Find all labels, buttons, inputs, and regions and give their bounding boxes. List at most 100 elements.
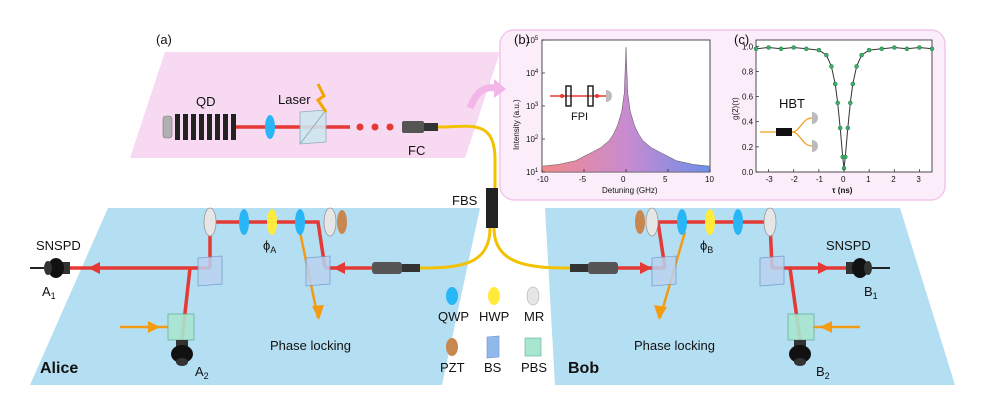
g2-data-point (843, 154, 848, 160)
alice-a1-label: A1 (42, 284, 56, 301)
alice-bs-right (305, 255, 331, 287)
g2-data-point (816, 47, 822, 53)
spectrum-xlabel: Detuning (GHz) (602, 186, 658, 195)
legend-pbs-label: PBS (521, 360, 547, 375)
g2-ytick-label: 0.8 (742, 67, 754, 76)
alice-loop-beam (208, 220, 327, 269)
fpi-label: FPI (571, 111, 588, 123)
g2-xtick-label: 0 (841, 175, 846, 184)
photon-dot-3 (386, 123, 394, 131)
g2-data-point (892, 45, 897, 50)
legend-mr-label: MR (524, 309, 544, 324)
bob-hwp (705, 209, 715, 235)
fiber-to-alice (419, 227, 492, 270)
alice-pzt (337, 210, 347, 234)
legend-bs-label: BS (484, 360, 502, 375)
pointer-arrow (466, 84, 497, 110)
alice-name: Alice (40, 360, 78, 377)
legend-pzt-label: PZT (440, 360, 465, 375)
alice-qwp-1 (239, 209, 249, 235)
bob-qwp-1 (677, 209, 687, 235)
spectrum-ytick-label: 101 (526, 168, 539, 177)
bob-snspd-b1 (846, 258, 872, 278)
g2-xtick-label: 2 (891, 175, 896, 184)
alice-collimator (372, 262, 420, 274)
laser-label: Laser (278, 92, 311, 107)
g2-xtick-label: 1 (866, 175, 871, 184)
g2-data-point (859, 52, 864, 58)
legend-mr-swatch (526, 286, 540, 306)
g2-data-point (866, 47, 872, 53)
g2-data-point (837, 125, 843, 131)
alice-snspd-a2 (171, 340, 193, 366)
photon-dot-1 (356, 123, 364, 131)
bob-lock-in-arrowhead (820, 321, 832, 333)
panel-a-label: (a) (156, 32, 172, 47)
bob-b2-label: B2 (816, 364, 830, 381)
g2-data-point (791, 45, 796, 50)
fpi-inset: FPI (550, 85, 612, 123)
g2-ytick-label: 0.4 (742, 118, 754, 127)
fpi-mirror-right (587, 85, 594, 107)
qd-sample (162, 114, 236, 140)
fpi-mirror-left (565, 85, 572, 107)
g2-data-point (753, 46, 759, 52)
g2-data-point (804, 46, 809, 52)
legend-hwp-swatch (488, 287, 500, 305)
fiber-to-bob (492, 227, 571, 270)
g2-data-point (854, 64, 859, 69)
source-qwp (265, 115, 275, 139)
alice-lock-arrowhead (312, 305, 324, 320)
alice-input-arrowhead (333, 262, 345, 274)
alice-a2-label: A2 (195, 364, 209, 381)
alice-output-arrowhead (88, 262, 100, 274)
bob-snspd-b2 (789, 340, 811, 366)
alice-bs-left (197, 255, 223, 287)
g2-data-point (845, 125, 851, 131)
photon-dot-2 (371, 123, 379, 131)
alice-snspd-a1 (44, 258, 70, 278)
spectrum-xtick-label: -10 (537, 175, 549, 184)
bob-bs-left (651, 255, 677, 287)
g2-xtick-label: -3 (766, 175, 774, 184)
g2-ytick-label: 0.6 (742, 93, 754, 102)
spectrum-ytick-label: 104 (526, 69, 539, 78)
legend-pbs-swatch (524, 337, 542, 357)
pointer-arrowhead (494, 79, 506, 98)
g2-ytick-label: 1.0 (742, 42, 754, 51)
legend-qwp-label: QWP (438, 309, 469, 324)
source-bs (299, 109, 327, 145)
fbs-label: FBS (452, 193, 478, 208)
spectrum-ytick-label: 105 (526, 36, 539, 45)
hbt-inset: HBT (760, 96, 818, 152)
g2-data-point (778, 46, 784, 52)
g2-data-point (850, 81, 856, 87)
spectrum-ylabel: Intensity (a.u.) (512, 99, 521, 150)
fpi-detector (606, 90, 612, 102)
g2-data-point (904, 46, 910, 52)
bob-mirror-left (645, 207, 659, 237)
g2-xlabel: τ (ns) (832, 186, 853, 195)
laser-pulse-icon (315, 83, 328, 113)
g2-data-point (929, 46, 935, 52)
bob-b1-label: B1 (864, 284, 878, 301)
hbt-label: HBT (779, 96, 805, 111)
bob-bs-right (759, 255, 785, 287)
fc-label: FC (408, 143, 425, 158)
alice-background (30, 208, 480, 385)
g2-data-point (917, 45, 922, 50)
spectrum-ytick-label: 102 (526, 135, 539, 144)
alice-phase-label: ϕA (263, 238, 276, 255)
panel-b-label: (b) (514, 32, 530, 47)
legend-pzt-swatch (446, 338, 458, 356)
alice-locking-label: Phase locking (270, 338, 351, 353)
bob-phase-label: ϕB (700, 238, 713, 255)
bob-background (545, 208, 955, 385)
qd-label: QD (196, 94, 216, 109)
alice-pbs (167, 313, 195, 341)
bob-pzt (635, 210, 645, 234)
